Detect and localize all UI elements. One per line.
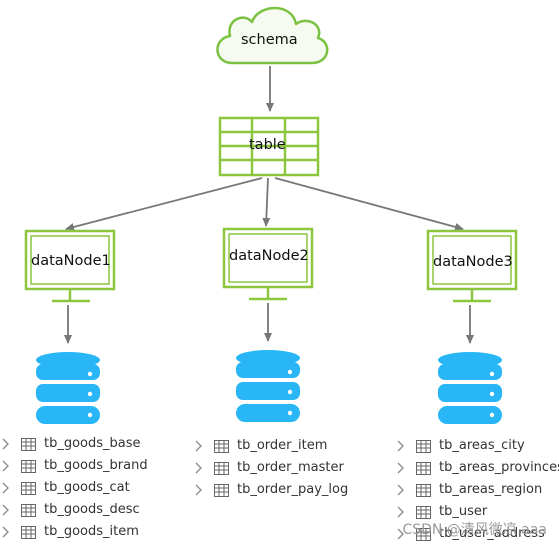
chevron-right-icon [397,484,404,496]
table-name: tb_areas_city [439,438,525,453]
arrow-table-to-node1 [65,177,263,231]
chevron-right-icon [397,440,404,452]
chevron-right-icon [195,462,202,474]
table-icon [21,526,36,539]
table-name: tb_areas_provinces [439,460,559,475]
chevron-right-icon [397,506,404,518]
table-icon [416,462,431,475]
table-icon [416,528,431,541]
schema-label: schema [241,32,298,48]
schema-cloud-icon [216,6,329,65]
table-icon [214,440,229,453]
chevron-right-icon [2,460,9,472]
table-icon [416,484,431,497]
db1-database-icon [36,352,100,424]
table-icon [21,482,36,495]
node3-label: dataNode3 [433,254,513,270]
table-icon [416,440,431,453]
table-name: tb_user [439,504,488,519]
table-name: tb_goods_base [44,436,141,451]
node2-label: dataNode2 [229,248,309,264]
chevron-right-icon [397,528,404,540]
arrow-table-to-node2 [262,177,271,227]
node1-label: dataNode1 [31,253,111,269]
table-icon [214,484,229,497]
chevron-right-icon [2,526,9,538]
node2-monitor-icon [222,227,314,301]
table-icon [21,504,36,517]
table-icon [21,460,36,473]
node3-monitor-icon [426,229,518,303]
chevron-right-icon [195,484,202,496]
table-name: tb_areas_region [439,482,543,497]
table-name: tb_goods_cat [44,480,130,495]
chevron-right-icon [2,438,9,450]
chevron-right-icon [2,504,9,516]
table-label: table [249,137,286,153]
chevron-right-icon [195,440,202,452]
arrow-table-to-node3 [274,177,464,231]
db2-database-icon [236,350,300,422]
node1-monitor-icon [24,229,116,303]
watermark: CSDN @清风微凉 aaa [402,522,547,538]
table-name: tb_goods_desc [44,502,140,517]
table-icon [21,438,36,451]
table-name: tb_goods_brand [44,458,148,473]
chevron-right-icon [397,462,404,474]
db3-database-icon [438,352,502,424]
table-name: tb_user_address [439,526,545,541]
table-name: tb_order_master [237,460,344,475]
table-name: tb_order_pay_log [237,482,349,497]
table-grid-icon [218,116,320,177]
table-icon [416,506,431,519]
chevron-right-icon [2,482,9,494]
table-name: tb_goods_item [44,524,139,539]
table-icon [214,462,229,475]
table-name: tb_order_item [237,438,328,453]
